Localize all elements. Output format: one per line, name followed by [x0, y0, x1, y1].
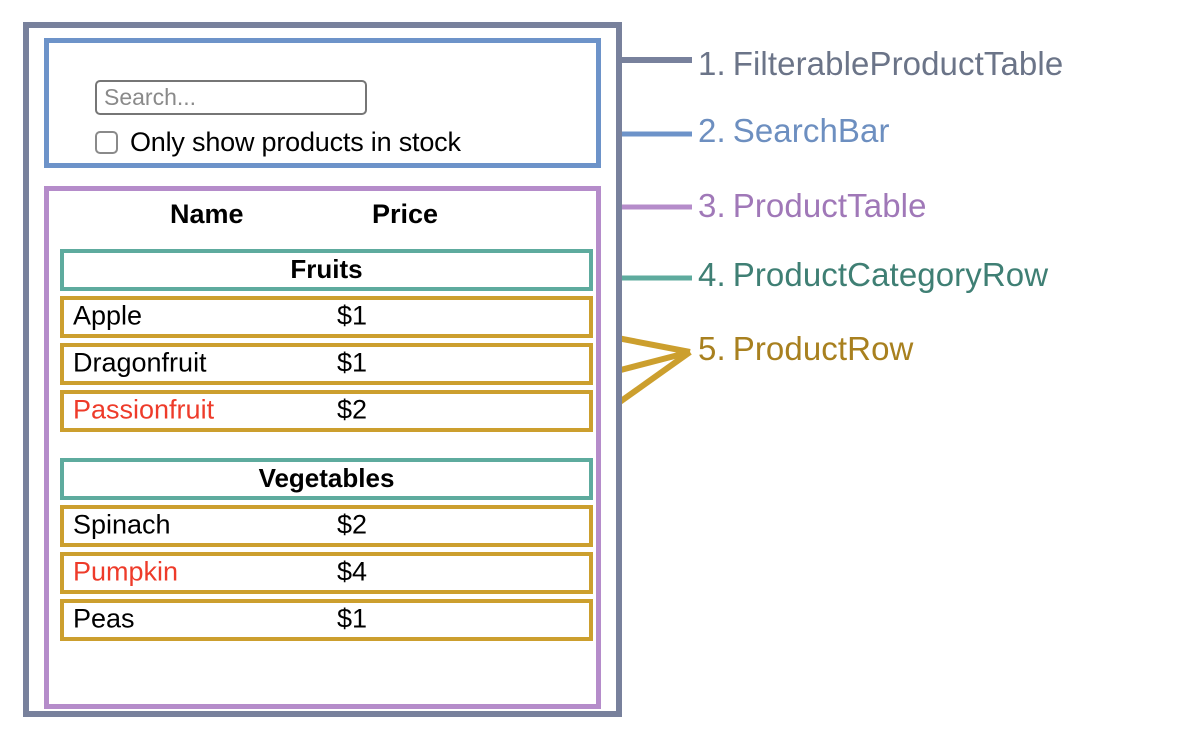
product-table: Name Price Fruits Apple $1 Dragonfruit $…	[44, 186, 601, 709]
legend-number: 3.	[698, 187, 726, 224]
product-name: Peas	[73, 603, 135, 634]
column-header-price: Price	[372, 199, 439, 229]
product-table-header: Name Price	[49, 199, 596, 241]
legend-label: SearchBar	[732, 112, 890, 149]
product-name: Spinach	[73, 509, 171, 540]
product-row[interactable]: Pumpkin $4	[60, 552, 593, 594]
legend-item-search-bar: 2.SearchBar	[698, 112, 890, 150]
product-price: $1	[337, 603, 368, 634]
column-header-name: Name	[170, 199, 244, 229]
search-input[interactable]	[95, 80, 367, 115]
legend-label: ProductCategoryRow	[732, 256, 1049, 293]
legend-item-product-row: 5.ProductRow	[698, 330, 913, 368]
product-category-label: Vegetables	[258, 462, 395, 493]
product-table-body: Fruits Apple $1 Dragonfruit $1 Passionfr…	[60, 249, 593, 646]
product-category-row: Fruits	[60, 249, 593, 291]
in-stock-checkbox-label: Only show products in stock	[130, 127, 461, 157]
product-name: Passionfruit	[73, 394, 215, 425]
category-spacer	[60, 437, 593, 458]
legend-number: 2.	[698, 112, 726, 149]
product-price: $1	[337, 300, 368, 331]
product-price: $2	[337, 394, 368, 425]
product-price: $1	[337, 347, 368, 378]
product-row[interactable]: Spinach $2	[60, 505, 593, 547]
product-price: $4	[337, 556, 368, 587]
legend-label: ProductRow	[732, 330, 914, 367]
in-stock-checkbox[interactable]	[95, 131, 118, 154]
legend-label: FilterableProductTable	[732, 45, 1064, 82]
legend-item-product-category-row: 4.ProductCategoryRow	[698, 256, 1048, 294]
product-row[interactable]: Apple $1	[60, 296, 593, 338]
legend-number: 5.	[698, 330, 726, 367]
search-bar: Only show products in stock	[44, 38, 601, 168]
in-stock-filter-row[interactable]: Only show products in stock	[95, 127, 461, 158]
product-price: $2	[337, 509, 368, 540]
product-category-label: Fruits	[290, 253, 363, 284]
legend-item-filterable-product-table: 1.FilterableProductTable	[698, 45, 1063, 83]
legend-number: 1.	[698, 45, 726, 82]
legend-number: 4.	[698, 256, 726, 293]
legend-label: ProductTable	[732, 187, 927, 224]
product-category-row: Vegetables	[60, 458, 593, 500]
product-name: Dragonfruit	[73, 347, 207, 378]
product-name: Pumpkin	[73, 556, 179, 587]
product-name: Apple	[73, 300, 143, 331]
legend-item-product-table: 3.ProductTable	[698, 187, 927, 225]
product-row[interactable]: Peas $1	[60, 599, 593, 641]
product-row[interactable]: Dragonfruit $1	[60, 343, 593, 385]
product-row[interactable]: Passionfruit $2	[60, 390, 593, 432]
